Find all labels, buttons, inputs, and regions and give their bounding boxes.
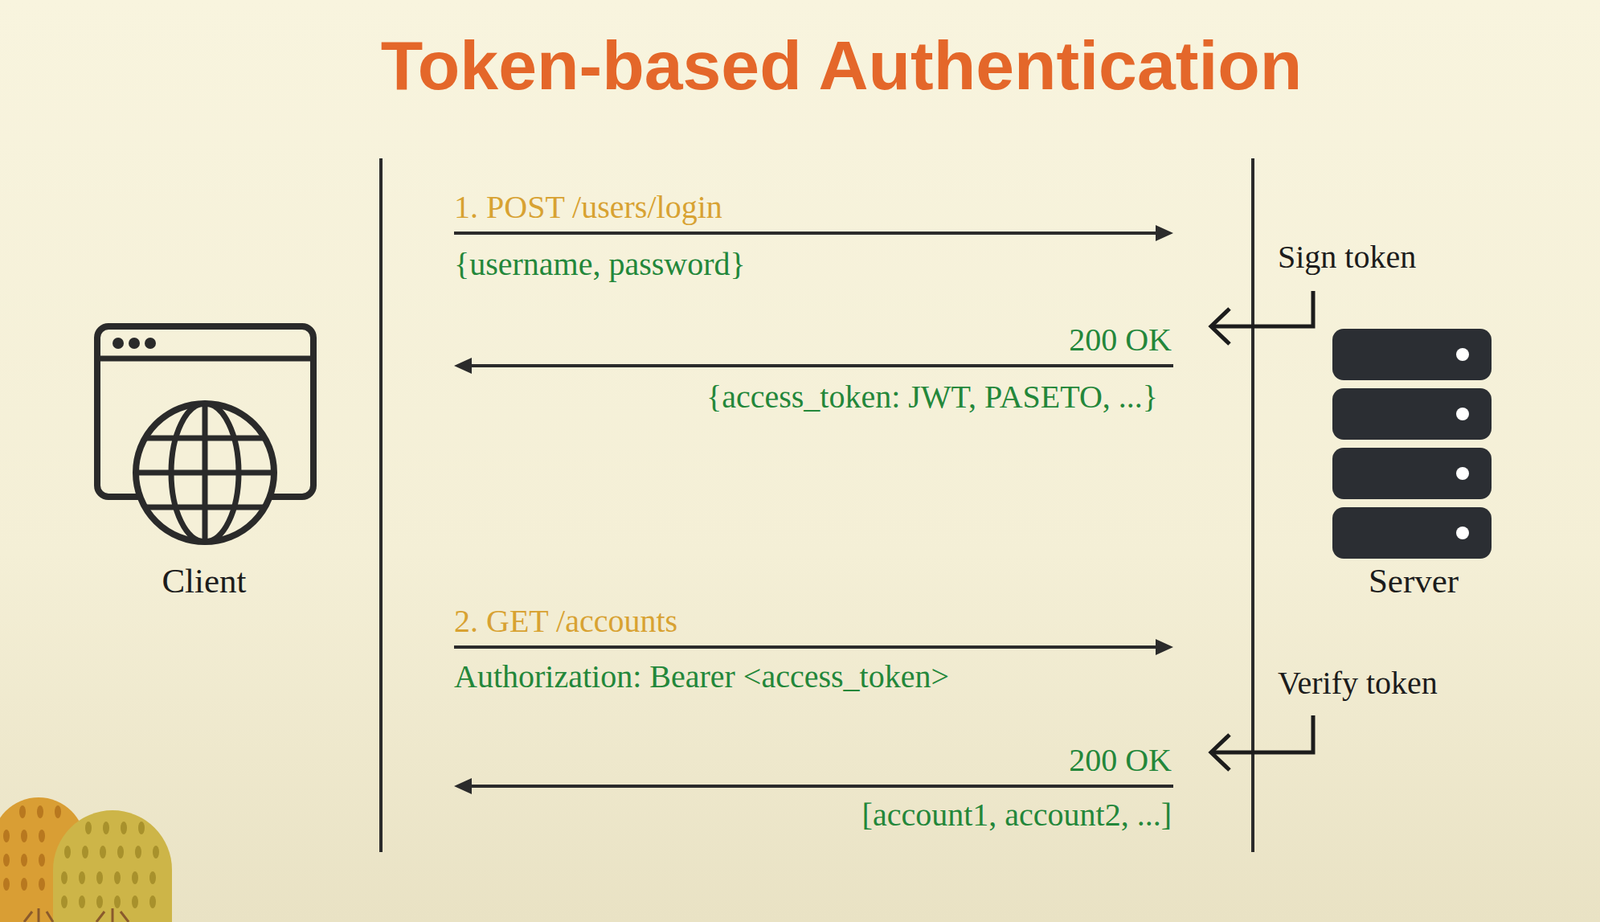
arrow-line — [471, 364, 1174, 368]
server-light — [1456, 466, 1470, 480]
trunk — [24, 908, 54, 922]
globe-lines — [135, 403, 275, 542]
message-body: {access_token: JWT, PASETO, ...} — [706, 377, 1159, 417]
trees — [0, 797, 172, 922]
browser-dot — [112, 337, 124, 349]
dot — [38, 853, 46, 867]
dot — [78, 871, 86, 884]
dot — [131, 871, 139, 884]
message-arrow — [454, 777, 1174, 794]
server-unit — [1332, 447, 1492, 500]
dot — [20, 877, 28, 891]
message-arrow — [454, 225, 1174, 242]
server-unit — [1332, 388, 1492, 440]
dot — [20, 829, 28, 843]
message-body: {username, password} — [454, 245, 746, 284]
request-label: 200 OK — [1068, 320, 1172, 360]
arrow-head — [1211, 734, 1230, 770]
arrow-line — [454, 231, 1156, 235]
client-icon — [97, 326, 314, 542]
server-light — [1456, 407, 1470, 421]
browser-dot — [144, 337, 156, 349]
server-action: Verify token — [1277, 663, 1438, 703]
dot — [131, 895, 139, 909]
dot — [85, 821, 92, 835]
dot — [3, 829, 10, 843]
dot — [99, 845, 107, 859]
dot — [135, 845, 142, 859]
globe-line — [202, 403, 209, 542]
dot — [114, 895, 121, 909]
lifelines — [380, 158, 1253, 852]
dot — [149, 895, 156, 909]
client-lifeline — [379, 158, 383, 852]
tree — [53, 810, 172, 922]
message-arrow — [454, 638, 1174, 655]
request-label: 2. GET /accounts — [454, 601, 678, 641]
trunk — [96, 908, 129, 922]
dot — [19, 805, 26, 819]
browser-dot — [128, 337, 140, 349]
tree-dots — [3, 805, 62, 891]
dot — [81, 845, 89, 859]
dot — [114, 871, 121, 884]
dot — [20, 853, 28, 867]
dot — [36, 805, 44, 819]
participant-column: Client — [97, 158, 455, 852]
server-lifeline — [1251, 158, 1255, 852]
participant-label: Server — [1368, 560, 1459, 602]
request-label: 1. POST /users/login — [454, 188, 723, 227]
dot — [102, 821, 110, 835]
dot — [120, 821, 127, 835]
tree-trunks — [24, 908, 129, 922]
dot — [117, 845, 124, 859]
globe-meridian — [171, 403, 239, 542]
dot — [138, 821, 145, 835]
server-light — [1456, 347, 1470, 361]
globe — [135, 403, 275, 542]
server-unit — [1332, 507, 1492, 559]
arrow-head — [1155, 225, 1174, 242]
dot — [3, 853, 10, 867]
dot — [38, 877, 46, 891]
dot — [3, 877, 10, 891]
dot — [38, 829, 46, 843]
message-body: Authorization: Bearer <access_token> — [454, 657, 950, 696]
participant-label: Client — [161, 560, 246, 602]
arrow-head — [1211, 308, 1230, 344]
arrow-head — [1155, 638, 1174, 655]
dot — [61, 895, 68, 909]
server-icon — [1332, 328, 1492, 559]
dot — [149, 871, 156, 884]
dot — [64, 845, 71, 859]
message-arrow — [454, 357, 1174, 374]
dot — [61, 871, 68, 884]
diagram-title: Token-based Authentication — [380, 24, 1303, 107]
dot — [152, 845, 160, 859]
server-unit — [1332, 328, 1492, 381]
tree-dots — [61, 821, 160, 909]
server-action: Sign token — [1277, 237, 1416, 277]
dot — [54, 805, 62, 819]
dot — [96, 871, 103, 884]
dot — [78, 895, 86, 909]
message-body: [account1, account2, ...] — [862, 795, 1172, 835]
request-label: 200 OK — [1068, 740, 1172, 780]
bent-arrow — [1211, 715, 1314, 753]
arrow-line — [471, 784, 1174, 788]
arrow-head — [454, 777, 472, 794]
arrow-head — [454, 357, 472, 374]
browser-bar — [97, 356, 314, 362]
dot — [96, 895, 103, 909]
arrow-line — [454, 645, 1156, 649]
server-light — [1456, 526, 1470, 540]
